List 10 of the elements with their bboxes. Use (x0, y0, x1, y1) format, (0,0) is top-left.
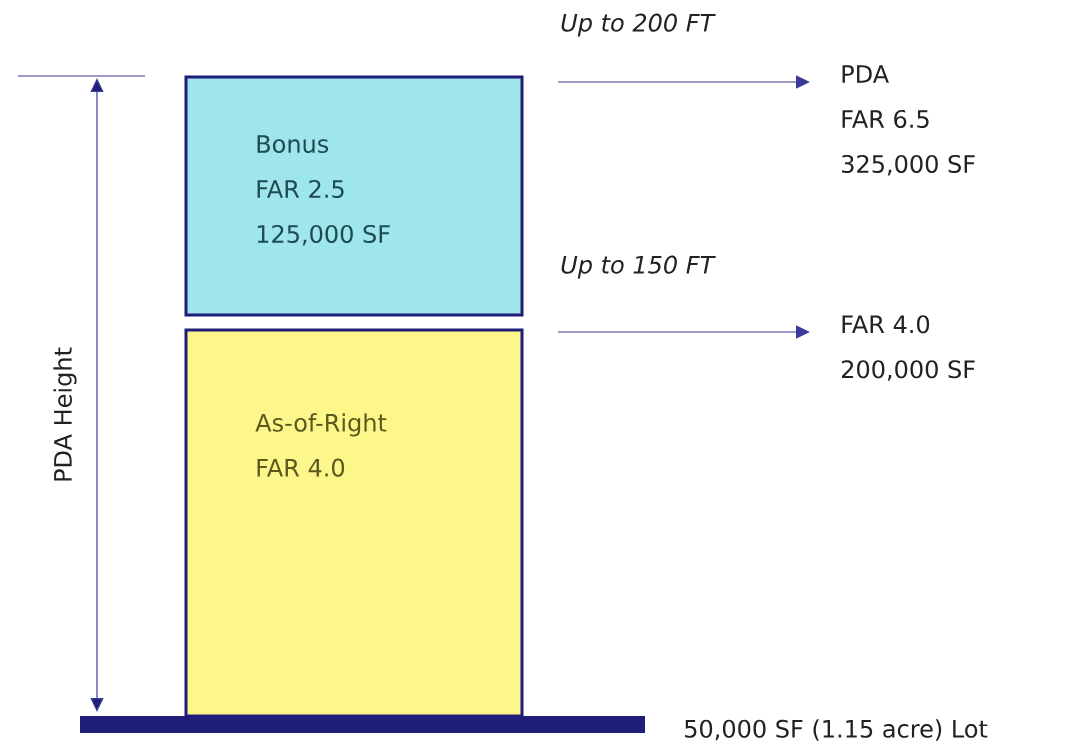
height-label: Up to 200 FT (561, 13, 716, 37)
building-block: Bonus FAR 2.5 125,000 SF (184, 75, 524, 317)
height-label: Up to 150 FT (561, 255, 716, 279)
dimension-label: PDA Height (53, 347, 77, 481)
lot-label: 50,000 SF (1.15 acre) Lot (685, 719, 988, 741)
arrow (557, 325, 810, 339)
arrow (557, 75, 810, 89)
result-text: PDA FAR 6.5 325,000 SF (842, 65, 975, 176)
result-text: FAR 4.0 200,000 SF (841, 315, 975, 381)
building-block: As-of-Right FAR 4.0 (184, 328, 524, 718)
